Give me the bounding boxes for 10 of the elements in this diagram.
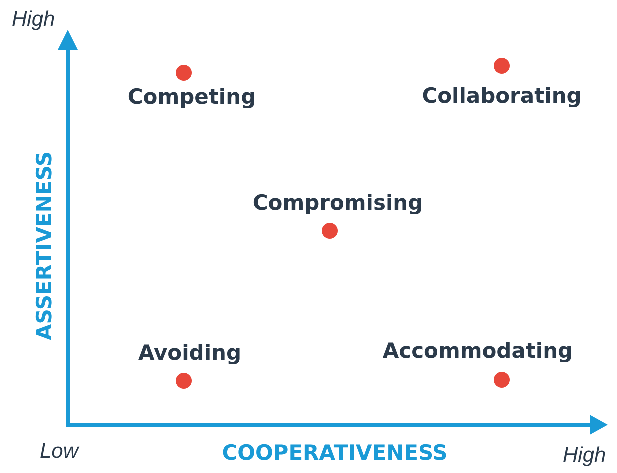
axis-end-label: High [12,8,56,32]
point-label: Compromising [252,192,424,216]
axis-title: ASSERTIVENESS [33,151,57,341]
point-label: Accommodating [382,340,574,364]
axis-end-label: Low [40,440,79,464]
point-label: Competing [128,86,256,110]
axis-end-label: High [563,444,606,468]
point-label: Collaborating [422,85,582,108]
point-label: Avoiding [138,342,242,366]
axis-title: COOPERATIVENESS [222,442,448,466]
